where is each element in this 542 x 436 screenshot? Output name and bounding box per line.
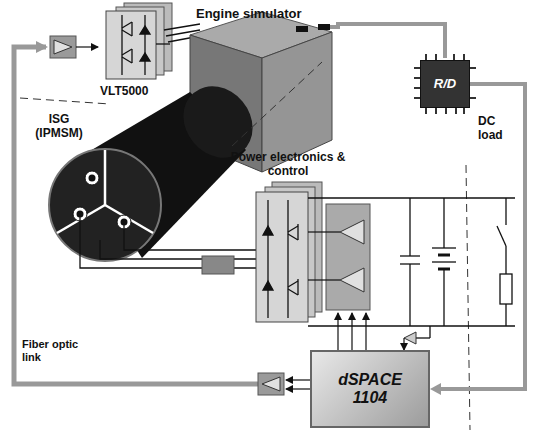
title-label: Engine simulator: [196, 6, 346, 22]
load-label: DC load: [478, 114, 518, 143]
inverter-label: VLT5000: [100, 84, 170, 98]
node-text: R/D: [434, 77, 456, 92]
machine-label: ISG (IPMSM): [28, 112, 90, 141]
node-text: dSPACE 1104: [325, 371, 415, 408]
link-label: Fiber optic link: [22, 338, 88, 364]
controller-box: dSPACE 1104: [310, 350, 430, 428]
signal-connector: [430, 84, 525, 395]
section-label: Power electronics & control: [226, 150, 350, 179]
resolver-chip: R/D: [420, 60, 470, 108]
